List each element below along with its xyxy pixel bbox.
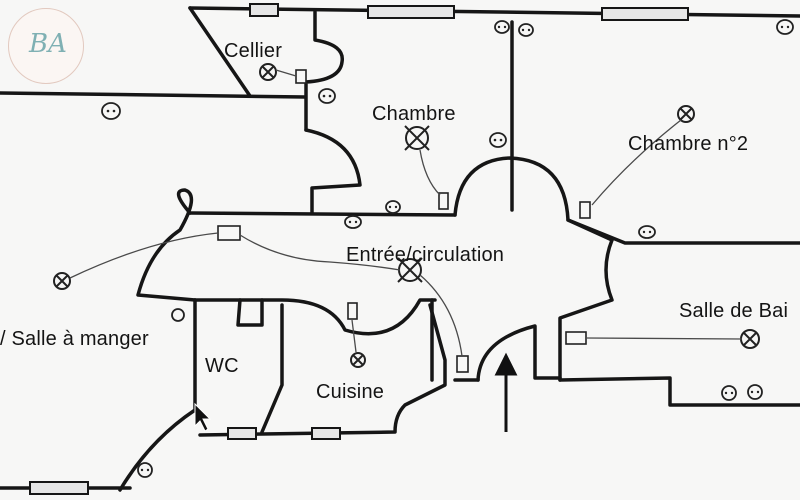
wall-corridor-bottom [193, 298, 437, 336]
window-icon [601, 7, 689, 21]
socket-icon [747, 384, 763, 400]
wall-chambre-left [304, 128, 362, 215]
switch-icon [217, 225, 241, 241]
wire [591, 119, 682, 206]
switch-icon [456, 355, 469, 373]
socket-icon [101, 102, 121, 120]
arrow-up-icon [494, 352, 518, 432]
socket-icon [721, 385, 737, 401]
switch-icon [565, 331, 587, 345]
wall-kitchen-bottom [198, 303, 447, 437]
wall-corridor-top [188, 211, 457, 217]
socket-icon [171, 308, 185, 322]
wall-top [188, 6, 800, 18]
switch-icon [347, 302, 358, 320]
socket-icon [385, 200, 401, 214]
ceiling-light-icon [404, 125, 430, 151]
wall-rotunda [453, 156, 614, 242]
wall-entry-left [476, 324, 562, 382]
logo: BA [8, 8, 84, 84]
room-label-salle-de-bain: Salle de Bai [679, 300, 789, 322]
room-label-cuisine: Cuisine [316, 381, 385, 403]
window-icon [227, 427, 257, 440]
switch-icon [295, 69, 307, 84]
wire [351, 319, 357, 353]
window-icon [367, 5, 455, 19]
room-label-cellier: Cellier [224, 40, 283, 62]
window-icon [249, 3, 279, 17]
wire [275, 69, 297, 77]
wire [239, 234, 401, 271]
switch-icon [579, 201, 591, 219]
socket-icon [344, 215, 362, 229]
socket-icon [494, 20, 510, 34]
ceiling-light-icon [259, 63, 277, 81]
wall-chambre2-diagonal [566, 218, 800, 245]
ceiling-light-icon [53, 272, 71, 290]
cursor-icon [194, 402, 212, 432]
wire [419, 149, 441, 196]
wall-cellier-right [304, 10, 344, 132]
logo-monogram: BA [29, 29, 67, 59]
socket-icon [518, 23, 534, 37]
ceiling-light-icon [350, 352, 366, 368]
wall-bath-left [558, 238, 614, 382]
wall-cellier-diagonal [188, 6, 252, 98]
switch-icon [438, 192, 449, 210]
room-label-chambre2: Chambre n°2 [628, 133, 749, 155]
ceiling-light-icon [677, 105, 695, 123]
wall-left-upper [0, 91, 307, 99]
room-label-wc: WC [205, 355, 239, 377]
wire [69, 232, 219, 279]
room-label-salle-a-manger: / Salle à manger [0, 328, 149, 350]
wall-wc-left [118, 298, 197, 492]
wall-bath-bottom [558, 376, 800, 407]
wire [419, 274, 463, 357]
socket-icon [318, 88, 336, 104]
wall-wc-bottom [260, 303, 284, 434]
wire [585, 337, 743, 340]
socket-icon [489, 132, 507, 148]
wall-corridor-left-curve [136, 188, 197, 302]
socket-icon [776, 19, 794, 35]
room-label-chambre: Chambre [372, 103, 456, 125]
ceiling-light-icon [740, 329, 760, 349]
room-label-entree: Entrée/circulation [346, 244, 505, 266]
socket-icon [638, 225, 656, 239]
window-icon [29, 481, 89, 495]
socket-icon [137, 462, 153, 478]
window-icon [311, 427, 341, 440]
wall-wc-right [236, 298, 264, 327]
